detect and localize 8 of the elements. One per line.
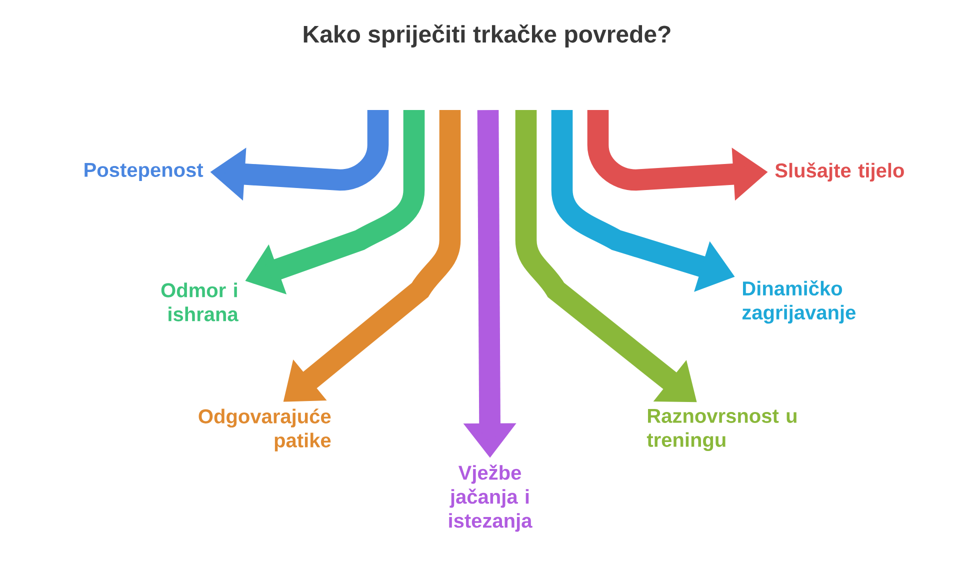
title: Kako spriječiti trkačke povrede? xyxy=(304,24,670,48)
label-text: Dinamičko zagrijavanje xyxy=(742,280,856,324)
label-text: Odmor i ishrana xyxy=(161,282,238,322)
label-text: Odgovarajuće patike xyxy=(198,408,331,452)
label-text: Slušajte tijelo xyxy=(775,162,904,182)
label-text: Postepenost xyxy=(84,163,204,181)
label-text: Raznovrsnost u treningu xyxy=(646,409,796,452)
label-text: Vježbe jačanja i istezanja xyxy=(449,464,532,532)
